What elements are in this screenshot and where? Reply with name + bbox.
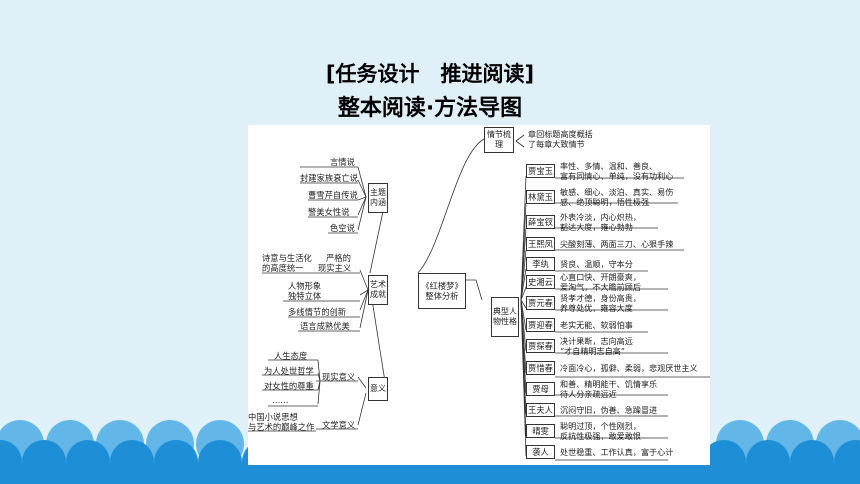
character-name: 贾探春 [526, 339, 555, 353]
character-trait: 感、绝顶聪明，悟性极强 [560, 197, 650, 207]
character-name: 贾母 [526, 382, 555, 396]
character-name: 王熙凤 [526, 237, 555, 251]
characters-node: 典型人物性格 [491, 297, 519, 337]
character-trait: 率性、多情、温和、善良、 [560, 161, 658, 171]
realistic-item: 人生态度 [274, 351, 308, 361]
character-trait: 和善、精明能干、饥情享乐 [560, 379, 658, 389]
character-trait: 贤良、温顺，守本分 [560, 259, 633, 269]
literary-item: 与艺术的巅峰之作 [248, 422, 315, 432]
realistic-item: …… [272, 395, 289, 405]
art-item: 的高度统一 [262, 263, 304, 273]
art-item: 语言成熟优美 [300, 321, 350, 331]
character-trait: 尖酸刻薄、两面三刀、心狠手辣 [560, 239, 674, 249]
literary-meaning-label: 文学意义 [322, 420, 356, 430]
theme-item: 色空说 [330, 223, 355, 233]
connector-lines [248, 134, 710, 461]
character-trait: 沉闷守旧，伪善、急躁冒进 [560, 405, 658, 415]
character-trait: 敏感、细心、淡泊、真实、易伤 [560, 187, 674, 197]
mind-map: 《红楼梦》整体分析 主题内涵 言情说 封建家族衰亡说 曹雪芹自传说 警美女性说 … [248, 125, 710, 465]
wave-decoration [0, 420, 860, 484]
character-name: 贾宝玉 [526, 164, 555, 178]
title-line-2: 整本阅读·方法导图 [337, 96, 523, 121]
plot-desc: 章回标题高度概括 [528, 129, 593, 139]
character-trait: 聪明过顶，个性刚烈， [560, 421, 641, 431]
art-item: 严格的 [326, 253, 351, 263]
art-item: 人物形象 [288, 281, 322, 291]
realistic-meaning-label: 现实意义 [322, 372, 356, 382]
literary-item: 中国小说思想 [248, 412, 298, 422]
theme-item: 曹雪芹自传说 [308, 190, 358, 200]
center-node: 《红楼梦》整体分析 [418, 273, 466, 309]
character-trait: 贤孝才德，身份高贵， [560, 293, 641, 303]
realistic-item: 对女性的尊重 [264, 381, 314, 391]
character-trait: 爱淘气，不大瞻前顾后 [560, 282, 641, 292]
character-trait: 外表冷淡，内心炽热， [560, 212, 641, 222]
title-line-1: [任务设计 推进阅读] [325, 62, 535, 86]
character-trait: 心直口快、开朗豪爽， [560, 272, 641, 282]
character-name: 史湘云 [526, 275, 555, 289]
plot-node: 情节梳理 [484, 127, 514, 153]
character-name: 薛宝钗 [526, 215, 555, 229]
art-node: 艺术成就 [368, 275, 388, 305]
character-name: 林黛玉 [526, 190, 555, 204]
theme-item: 言情说 [330, 157, 355, 167]
art-item: 多线情节的创新 [288, 307, 347, 317]
character-name: 贾惜春 [526, 361, 555, 375]
character-trait: 老实无能、软弱怕事 [560, 320, 633, 330]
theme-node: 主题内涵 [368, 183, 388, 213]
character-name: 李纨 [526, 257, 555, 271]
character-name: 贾迎春 [526, 318, 555, 332]
meaning-node: 意义 [368, 377, 388, 401]
art-item: 独特立体 [288, 291, 322, 301]
character-trait: 反抗性极强，敢爱敢恨 [560, 431, 641, 441]
plot-desc: 了每章大致情节 [528, 139, 585, 149]
art-item: 现实主义 [318, 263, 352, 273]
character-name: 晴雯 [526, 424, 555, 438]
character-trait: 养尊处优，雍容大度 [560, 303, 633, 313]
character-name: 王夫人 [526, 403, 555, 417]
character-trait: 豁达大度，雍心勃勃 [560, 222, 633, 232]
character-name: 贾元春 [526, 296, 555, 310]
character-trait: 待人分亲疏远近 [560, 389, 617, 399]
theme-item: 警美女性说 [308, 207, 350, 217]
character-trait: “才自精明志自高” [560, 346, 625, 356]
character-trait: 富有同情心、单纯，没有功利心 [560, 171, 674, 181]
theme-item: 封建家族衰亡说 [300, 173, 359, 183]
character-trait: 决计果断，志向高远 [560, 336, 633, 346]
character-trait: 冷面冷心，孤僻、柔弱，悲观厌世主义 [560, 363, 698, 373]
art-item: 诗意与生活化 [262, 253, 312, 263]
realistic-item: 为人处世哲学 [264, 366, 314, 376]
character-trait: 处世稳重、工作认真，富于心计 [560, 447, 674, 457]
character-name: 袭人 [526, 445, 555, 459]
